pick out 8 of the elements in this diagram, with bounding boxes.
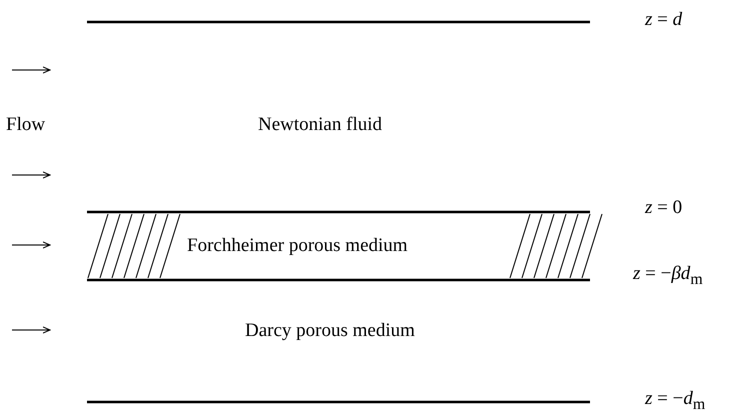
boundary-label: z = −βd$_{m}$ xyxy=(633,263,703,290)
boundary-label: z = 0 xyxy=(645,197,682,219)
flow-label: Flow xyxy=(6,114,46,136)
boundary-label: z = d xyxy=(645,9,682,31)
boundary-label: z = −d$_{m}$ xyxy=(645,388,706,410)
region-label: Darcy porous medium xyxy=(245,320,415,342)
region-label: Forchheimer porous medium xyxy=(187,235,408,257)
region-label: Newtonian fluid xyxy=(258,114,382,136)
